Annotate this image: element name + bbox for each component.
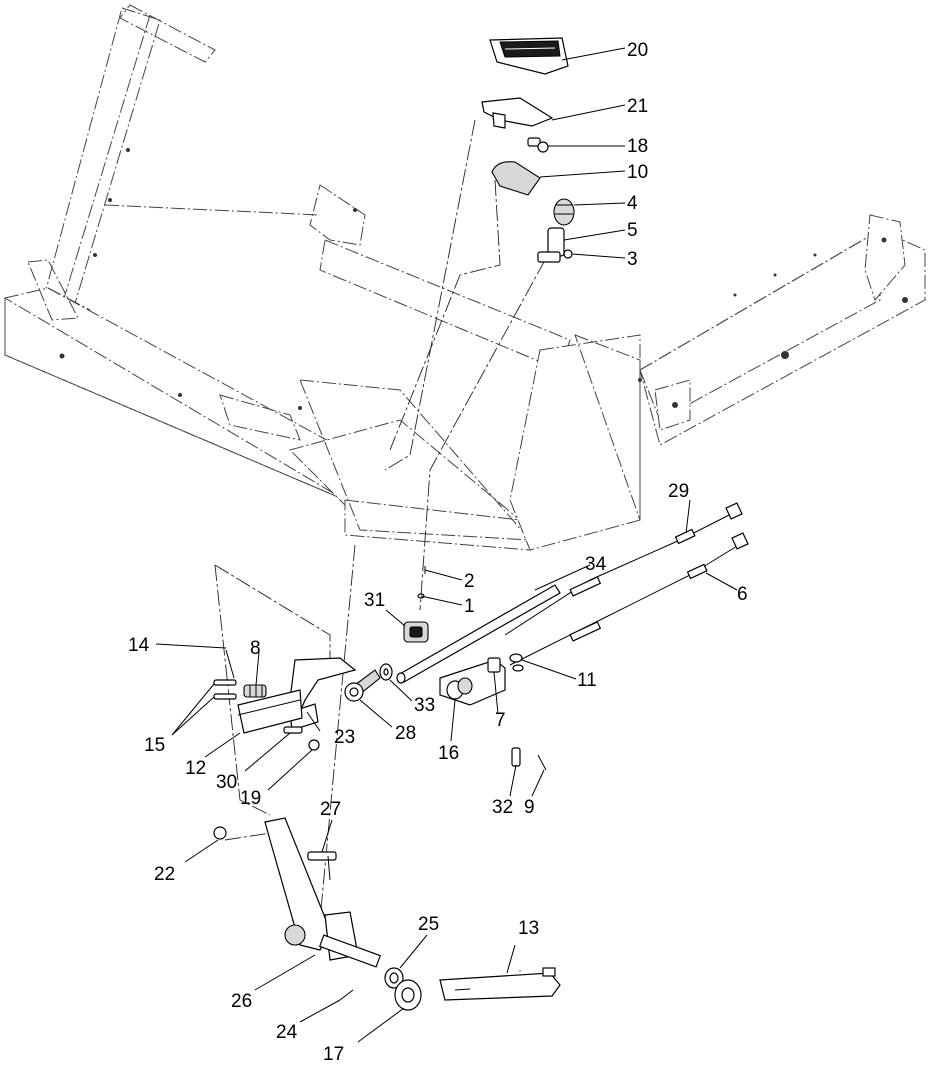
part-18-pin bbox=[527, 137, 549, 153]
callout-16: 16 bbox=[438, 743, 459, 764]
callout-12: 12 bbox=[185, 758, 206, 779]
frame-phantom bbox=[4, 4, 926, 551]
upright-foot-phantom bbox=[27, 259, 79, 321]
part-19-nut bbox=[308, 739, 320, 751]
part-22-nut bbox=[213, 826, 227, 840]
part-27-clevis-pin bbox=[307, 851, 337, 881]
leader-lines bbox=[155, 47, 738, 1043]
callout-11: 11 bbox=[577, 670, 597, 691]
callout-27: 27 bbox=[320, 799, 341, 820]
part-25-bushing bbox=[384, 967, 404, 989]
assembly-centerlines bbox=[214, 119, 546, 991]
part-5-switch bbox=[537, 227, 573, 263]
callout-32: 32 bbox=[492, 797, 513, 818]
callout-15: 15 bbox=[144, 735, 165, 756]
callout-14: 14 bbox=[128, 635, 150, 656]
part-6-cable bbox=[509, 532, 749, 666]
part-31-switch bbox=[403, 621, 429, 643]
upright-post-phantom bbox=[39, 7, 161, 321]
part-16-bushing bbox=[446, 677, 473, 700]
callout-7: 7 bbox=[495, 710, 506, 731]
callout-25: 25 bbox=[418, 914, 439, 935]
callout-3: 3 bbox=[627, 249, 638, 270]
callout-1: 1 bbox=[464, 596, 475, 617]
callout-10: 10 bbox=[627, 162, 648, 183]
part-20-pedal-pad bbox=[489, 37, 569, 75]
callout-26: 26 bbox=[231, 991, 252, 1012]
part-32-pin bbox=[511, 747, 521, 767]
callout-29: 29 bbox=[668, 481, 689, 502]
part-14-pin bbox=[225, 649, 235, 679]
callout-23: 23 bbox=[334, 727, 355, 748]
callout-19: 19 bbox=[240, 788, 261, 809]
callout-9: 9 bbox=[524, 797, 535, 818]
part-29-cable bbox=[504, 502, 743, 636]
callout-24: 24 bbox=[276, 1022, 298, 1043]
part-21-brake-pedal bbox=[481, 97, 554, 129]
callout-30: 30 bbox=[216, 772, 237, 793]
part-8-spring bbox=[243, 684, 267, 698]
part-24-key bbox=[339, 989, 354, 1001]
part-26-lever bbox=[264, 817, 382, 968]
part-13-arm bbox=[439, 967, 561, 1001]
callout-13: 13 bbox=[518, 918, 539, 939]
front-shroud-phantom bbox=[509, 334, 641, 551]
callout-8: 8 bbox=[250, 638, 261, 659]
callout-18: 18 bbox=[627, 136, 648, 157]
part-11-washer bbox=[509, 653, 524, 672]
callout-6: 6 bbox=[737, 584, 748, 605]
callout-28: 28 bbox=[395, 723, 416, 744]
part-34-rod bbox=[396, 584, 561, 684]
callout-31: 31 bbox=[364, 590, 385, 611]
callout-labels: 20 21 18 10 4 5 3 29 34 6 2 1 31 14 8 11… bbox=[128, 40, 748, 1065]
part-10-pedal-cover bbox=[491, 161, 541, 196]
callout-4: 4 bbox=[627, 193, 638, 214]
callout-21: 21 bbox=[627, 96, 648, 117]
callout-2: 2 bbox=[464, 571, 475, 592]
rear-bracket-phantom bbox=[309, 184, 366, 246]
part-28-bushing bbox=[344, 669, 381, 702]
front-deck-left-phantom bbox=[4, 287, 346, 501]
part-33-washer bbox=[379, 663, 393, 681]
part-17-washer bbox=[394, 979, 422, 1011]
callout-34: 34 bbox=[585, 554, 607, 575]
callout-20: 20 bbox=[627, 40, 648, 61]
rail-end-bracket-phantom bbox=[864, 214, 906, 301]
part-9-cotter bbox=[537, 754, 547, 771]
center-plate-phantom bbox=[289, 419, 522, 521]
part-4-knob bbox=[553, 198, 575, 226]
callout-5: 5 bbox=[627, 220, 638, 241]
callout-17: 17 bbox=[323, 1044, 344, 1065]
callout-33: 33 bbox=[414, 695, 435, 716]
part-12-pivot-bracket bbox=[237, 689, 303, 734]
callout-22: 22 bbox=[154, 864, 175, 885]
part-15-bolts bbox=[213, 679, 237, 700]
part-30-bolt bbox=[283, 726, 303, 734]
seat-plate-phantom bbox=[119, 4, 216, 63]
